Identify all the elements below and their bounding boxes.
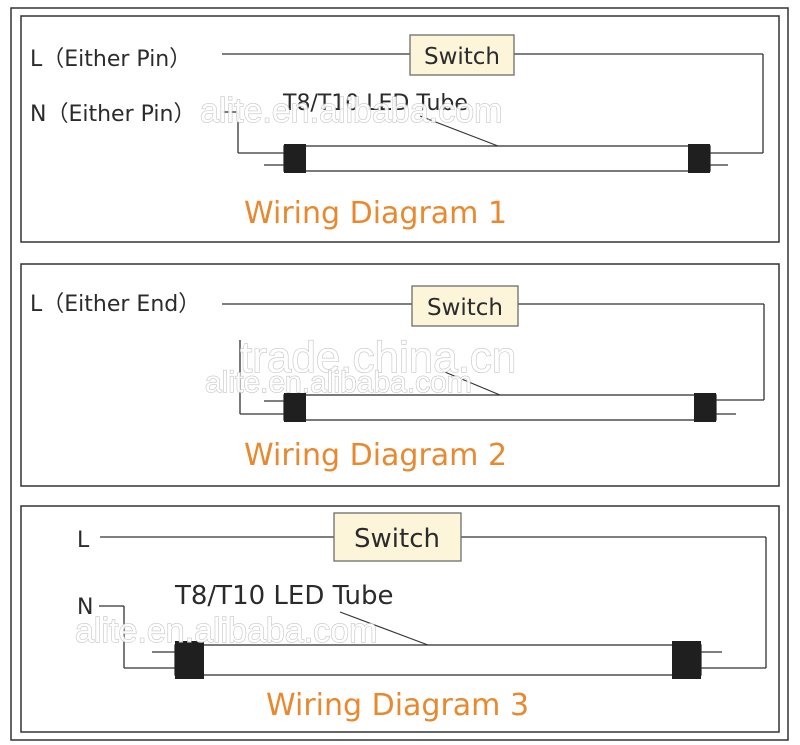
trade-watermark: trade.china.cn [240, 333, 516, 382]
line-label: L（Either Pin） [30, 47, 191, 72]
diagram-caption: Wiring Diagram 3 [266, 688, 529, 723]
tube-end-cap-left [175, 641, 204, 679]
panel-1-border [20, 15, 780, 243]
switch-label: Switch [424, 44, 500, 70]
switch-box [409, 34, 515, 76]
wiring-diagram-3-panel: L N Switch T8/T10 LED Tube Wiring Diagra… [20, 505, 780, 733]
tube-end-cap-right [672, 641, 701, 679]
switch-box [411, 285, 519, 327]
neutral-label: N [77, 595, 93, 620]
neutral-label: N（Either Pin） [30, 102, 195, 127]
tube-end-cap-left [284, 393, 306, 422]
tube-label-leader [439, 369, 501, 396]
tube-end-cap-right [688, 144, 710, 173]
tube-label: T8/T10 LED Tube [174, 581, 394, 611]
panel-2-border [20, 263, 780, 487]
outer-frame [10, 7, 789, 741]
tube-label-leader [419, 115, 499, 147]
switch-label: Switch [427, 295, 503, 321]
alite-watermark: alite.en.alibaba.com [200, 92, 502, 130]
diagram-caption: Wiring Diagram 2 [244, 438, 507, 473]
tube-label: T8/T10 LED Tube [282, 91, 468, 116]
tube-end-cap-right [694, 393, 716, 422]
diagram-caption: Wiring Diagram 1 [244, 196, 507, 231]
panel-3-border [20, 505, 780, 733]
switch-box [333, 512, 462, 562]
wiring-diagram-2-panel: L（Either End） Switch Wiring Diagram 2 [20, 263, 780, 487]
watermarks: alite.en.alibaba.com trade.china.cn alit… [74, 91, 517, 650]
line-label: L [77, 528, 90, 553]
alite-watermark: alite.en.alibaba.com [205, 366, 472, 399]
tube-label-leader [339, 611, 429, 646]
tube-end-cap-left [284, 144, 306, 173]
switch-label: Switch [354, 524, 440, 554]
led-tube-body [283, 145, 711, 172]
line-label: L（Either End） [30, 292, 200, 317]
alite-watermark: alite.en.alibaba.com [75, 612, 377, 650]
wiring-diagram-1-panel: L（Either Pin） N（Either Pin） Switch T8/T1… [20, 15, 780, 243]
